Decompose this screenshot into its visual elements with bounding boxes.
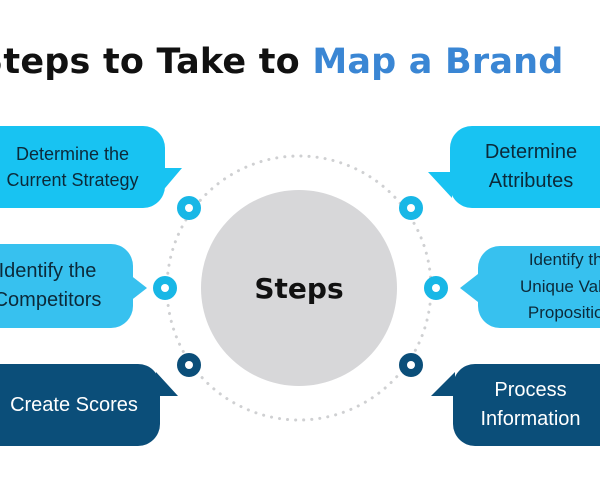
step-bubble-process-information: Process Information [453,364,600,446]
bubble-tail [160,168,182,194]
step-bubble-attributes: Determine Attributes [450,126,600,208]
bubble-tail [460,274,478,302]
bubble-tail [129,274,147,302]
title-part-2: Map a Brand [312,42,564,82]
step-label: Identify the Unique Value Proposition [520,250,600,323]
step-label: Process Information [480,379,581,430]
title-part-1: Steps to Take to [0,42,313,82]
bubble-tail [428,172,452,198]
bubble-tail [431,372,455,396]
step-bubble-create-scores: Create Scores [0,364,160,446]
step-label: Determine the Current Strategy [6,143,139,190]
page-title: Steps to Take to Map a Brand [0,42,564,82]
node-icon-attributes [399,196,423,220]
step-label: Determine Attributes [484,141,578,192]
bubble-tail [156,372,178,396]
node-icon-create-scores [177,353,201,377]
step-label: Identify the Competitors [0,260,102,311]
step-label: Create Scores [10,393,138,416]
node-icon-competitors [153,276,177,300]
step-bubble-current-strategy: Determine the Current Strategy [0,126,165,208]
node-icon-unique-value [424,276,448,300]
node-icon-process-information [399,353,423,377]
center-circle: Steps [201,190,397,386]
step-bubble-competitors: Identify the Competitors [0,244,133,328]
node-icon-current-strategy [177,196,201,220]
center-label: Steps [254,271,344,305]
step-bubble-unique-value: Identify the Unique Value Proposition [478,246,600,328]
